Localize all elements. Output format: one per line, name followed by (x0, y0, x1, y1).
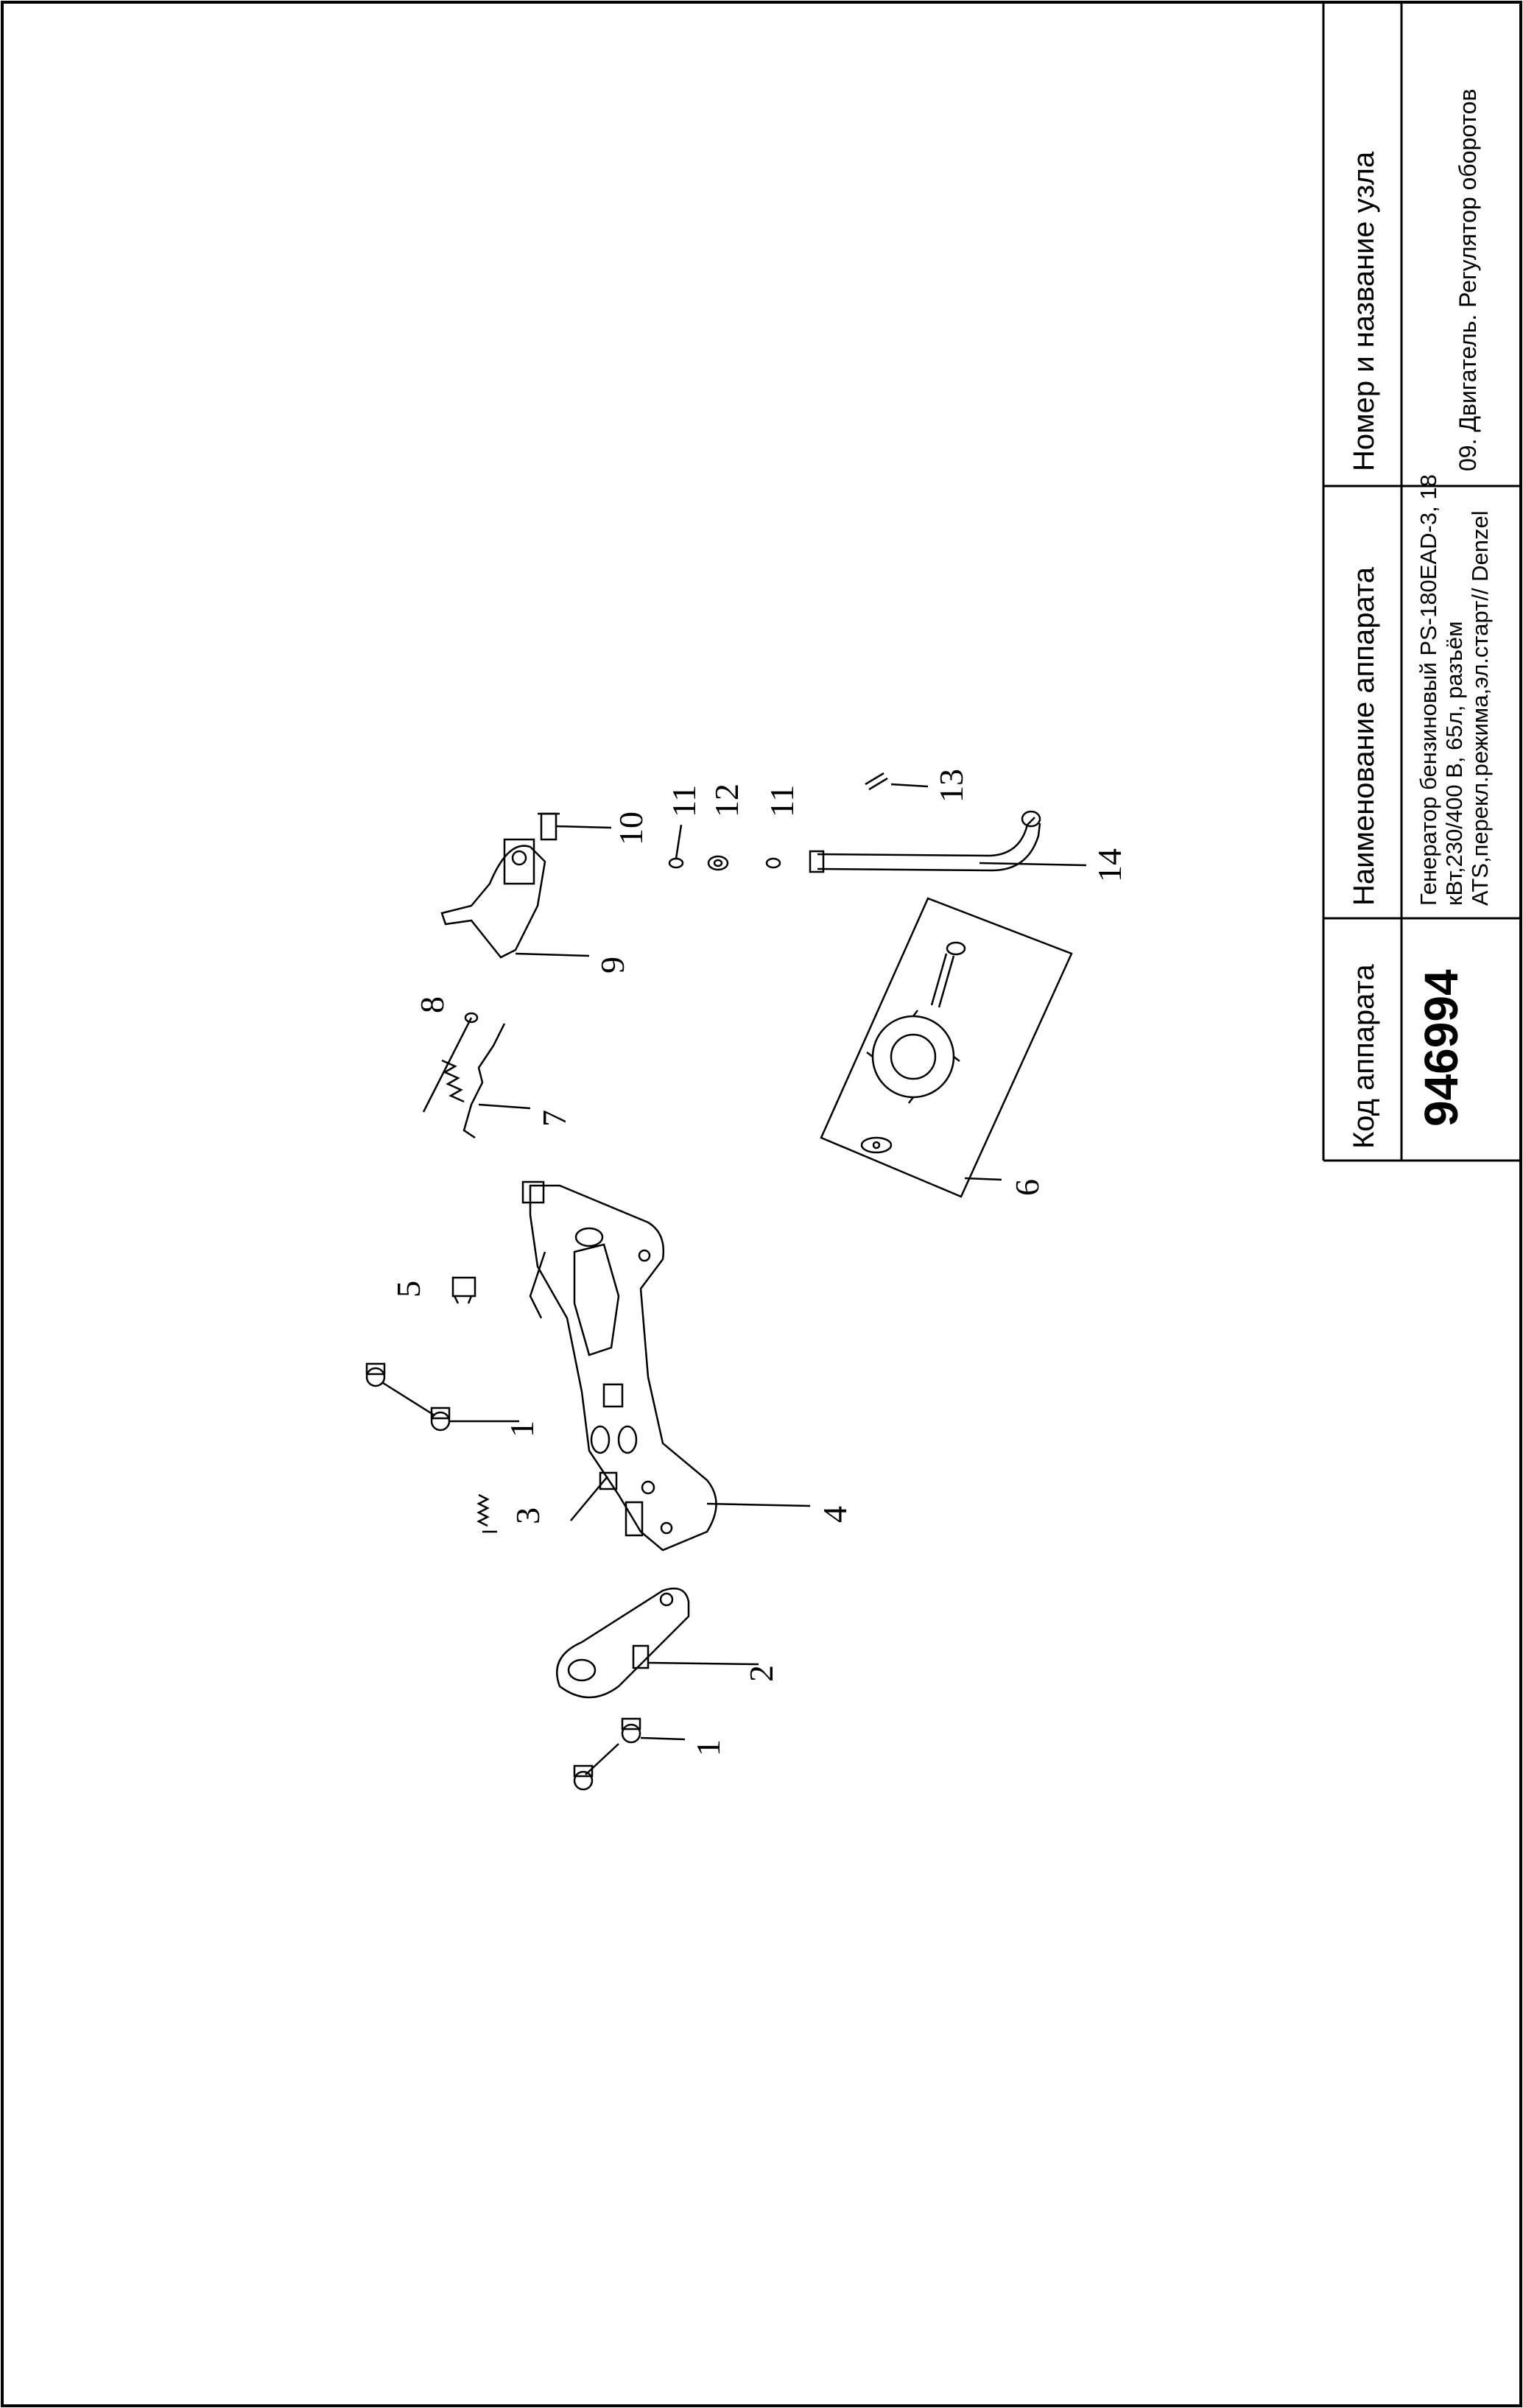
part-11-washer-b (765, 857, 781, 869)
callout-12: 12 (708, 784, 745, 817)
part-8-spring (422, 1012, 479, 1113)
part-12-bushing (707, 855, 729, 871)
part-9-lever-fork (440, 838, 590, 959)
callout-6: 6 (1008, 1179, 1046, 1196)
callout-8: 8 (413, 996, 451, 1013)
callout-7: 7 (535, 1110, 573, 1127)
callout-13: 13 (932, 769, 970, 803)
node-name: 09. Двигатель. Регулятор оборотов (1455, 88, 1481, 471)
part-3-spring (476, 1493, 497, 1533)
callout-3: 3 (509, 1507, 546, 1524)
part-2-lever (556, 1587, 759, 1699)
part-1-bolts-lower (573, 1717, 686, 1791)
part-5-clip (451, 1276, 476, 1304)
part-13-pin (865, 772, 929, 791)
callout-14: 14 (1091, 848, 1128, 882)
callout-10: 10 (612, 812, 650, 845)
part-14-shaft (809, 810, 1087, 873)
callout-9: 9 (594, 957, 631, 974)
callout-4: 4 (816, 1506, 854, 1523)
part-1-bolts-upper (365, 1362, 519, 1432)
callout-1-upper: 1 (503, 1420, 541, 1437)
node-header: Номер и название узла (1348, 151, 1380, 471)
device-code-header: Код аппарата (1348, 964, 1380, 1149)
parts-drawing (365, 772, 1087, 1791)
callout-5: 5 (390, 1281, 427, 1298)
device-code-value: 946994 (1415, 969, 1468, 1127)
part-6-governor-assembly (820, 897, 1073, 1198)
part-11-washer-a (668, 824, 684, 869)
callout-2: 2 (742, 1665, 780, 1682)
callout-11-a: 11 (665, 784, 703, 817)
callout-11-b: 11 (763, 784, 801, 817)
callout-1-lower: 1 (689, 1739, 727, 1756)
part-7-rod (462, 1023, 531, 1139)
part-4-bracket (521, 1180, 811, 1552)
device-name-header: Наименование аппарата (1348, 567, 1380, 906)
part-10-pin (538, 812, 612, 841)
title-block-grid (1322, 2, 1521, 1162)
